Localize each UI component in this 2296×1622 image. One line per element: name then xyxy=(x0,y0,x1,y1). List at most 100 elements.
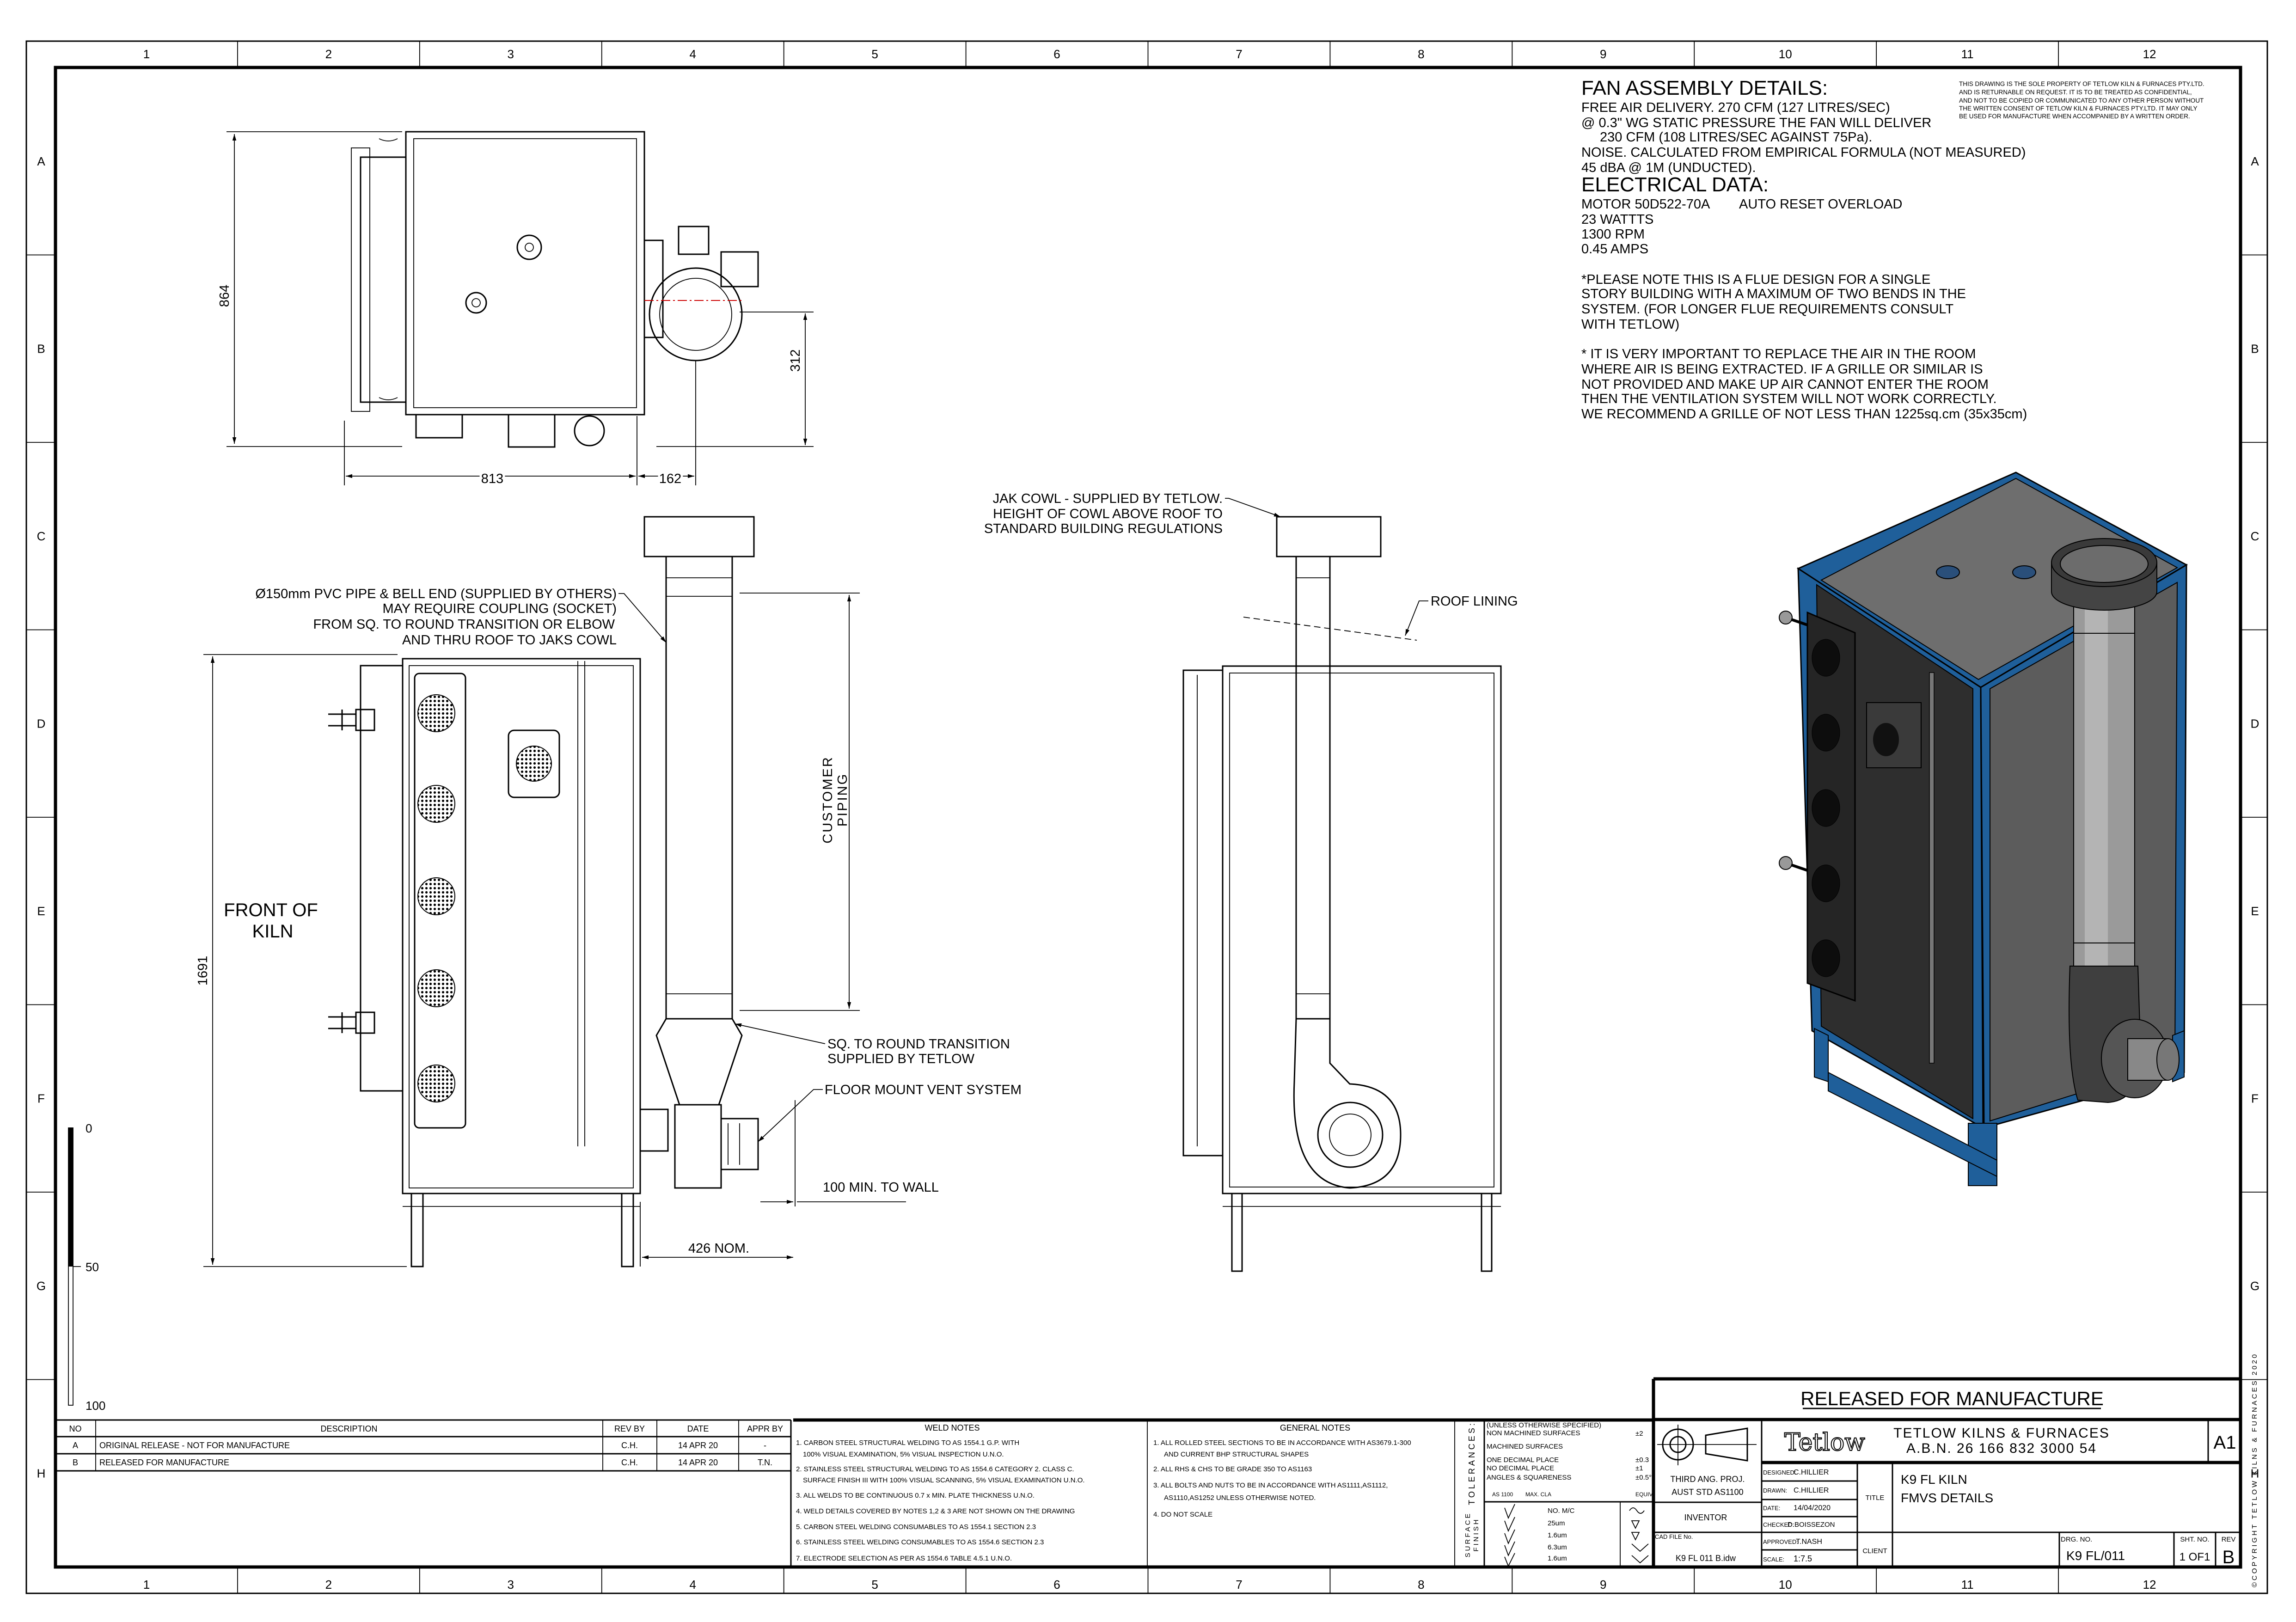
isometric-view xyxy=(1779,471,2188,1186)
surface-finish-label: FINISH xyxy=(1472,1518,1480,1551)
sheet-no-label: SHT. NO. xyxy=(2180,1536,2209,1543)
callout-line: STANDARD BUILDING REGULATIONS xyxy=(984,521,1223,536)
confidential-line: AND NOT TO BE COPIED OR COMMUNICATED TO … xyxy=(1959,97,2204,104)
vent-grille-icon xyxy=(1812,639,1840,677)
rev-no: A xyxy=(73,1441,78,1450)
note-line: SYSTEM. (FOR LONGER FLUE REQUIREMENTS CO… xyxy=(1581,302,1953,317)
motor-model: MOTOR 50D522-70A xyxy=(1581,197,1710,212)
dim-1691: 1691 xyxy=(196,956,210,986)
grid-row-label: C xyxy=(37,529,46,543)
grid-column-label: 2 xyxy=(325,47,332,61)
client-label: CLIENT xyxy=(1862,1547,1887,1555)
weld-notes-title: WELD NOTES xyxy=(925,1423,980,1432)
cad-software: INVENTOR xyxy=(1684,1513,1727,1522)
weld-note: 1. CARBON STEEL STRUCTURAL WELDING TO AS… xyxy=(796,1439,1019,1447)
general-note: 1. ALL ROLLED STEEL SECTIONS TO BE IN AC… xyxy=(1153,1439,1411,1447)
scale-bar-label: 50 xyxy=(86,1260,99,1274)
company-abn: A.B.N. 26 166 832 3000 54 xyxy=(1906,1441,2097,1456)
grid-row-label: E xyxy=(2251,904,2259,918)
approved-by: T.NASH xyxy=(1796,1538,1822,1546)
grid-column-label: 12 xyxy=(2143,47,2156,61)
grid-column-label: 6 xyxy=(1053,1578,1060,1591)
finish-value: NO. M/C xyxy=(1548,1507,1574,1515)
vent-grille-icon xyxy=(417,785,455,823)
grid-column-label: 3 xyxy=(508,1578,514,1591)
drg-no-label: DRG. NO. xyxy=(2061,1536,2092,1543)
scale-label: SCALE: xyxy=(1763,1556,1784,1563)
side-view: JAK COWL - SUPPLIED BY TETLOW. HEIGHT OF… xyxy=(984,491,1518,1272)
door-clamp-icon xyxy=(328,709,375,731)
designed-label: DESIGNED: xyxy=(1763,1469,1796,1476)
general-note: 2. ALL RHS & CHS TO BE GRADE 350 TO AS11… xyxy=(1153,1465,1312,1473)
pvc-pipe-callout: Ø150mm PVC PIPE & BELL END (SUPPLIED BY … xyxy=(255,587,667,648)
vent-grille-icon xyxy=(1812,789,1840,827)
grid-column-label: 10 xyxy=(1779,47,1792,61)
rev-appr-by: - xyxy=(764,1441,766,1450)
weld-note: 3. ALL WELDS TO BE CONTINUOUS 0.7 x MIN.… xyxy=(796,1492,1035,1500)
grid-column-label: 12 xyxy=(2143,1578,2156,1591)
top-view: 864 813 162 312 xyxy=(217,131,814,489)
grid-column-label: 9 xyxy=(1600,1578,1606,1591)
general-note: AND CURRENT BHP STRUCTURAL SHAPES xyxy=(1164,1451,1309,1458)
vent-grille-icon xyxy=(417,694,455,732)
grid-column-label: 7 xyxy=(1236,47,1242,61)
floor-mount-callout: FLOOR MOUNT VENT SYSTEM xyxy=(758,1083,1022,1142)
callout-line: AND THRU ROOF TO JAKS COWL xyxy=(402,633,617,648)
dim-312: 312 xyxy=(788,349,803,372)
confidential-line: BE USED FOR MANUFACTURE WHEN ACCOMPANIED… xyxy=(1959,113,2190,120)
grid-column-label: 8 xyxy=(1418,47,1424,61)
vent-grille-icon xyxy=(1812,714,1840,752)
callout-line: JAK COWL - SUPPLIED BY TETLOW. xyxy=(993,491,1223,506)
sheet-size: A1 xyxy=(2214,1432,2236,1453)
rev-description: ORIGINAL RELEASE - NOT FOR MANUFACTURE xyxy=(99,1441,290,1450)
dim-customer-piping: CUSTOMER xyxy=(820,756,835,843)
weld-note: 7. ELECTRODE SELECTION AS PER AS 1554.6 … xyxy=(796,1555,1012,1562)
drawing-title: K9 FL KILN xyxy=(1901,1472,1967,1487)
callout-line: FLOOR MOUNT VENT SYSTEM xyxy=(825,1083,1022,1097)
note-line: 45 dBA @ 1M (UNDUCTED). xyxy=(1581,160,1756,175)
designed-by: C.HILLIER xyxy=(1794,1469,1829,1476)
dim-162: 162 xyxy=(659,471,681,486)
scale-bar: 0 50 100 xyxy=(68,1121,105,1413)
vent-grille-icon xyxy=(417,1065,455,1102)
note-line: 0.45 AMPS xyxy=(1581,242,1648,257)
grid-column-label: 3 xyxy=(508,47,514,61)
vent-grille-icon xyxy=(417,877,455,915)
revision-table: NO DESCRIPTION REV BY DATE APPR BY A ORI… xyxy=(55,1419,792,1567)
confidentiality-notice: THIS DRAWING IS THE SOLE PROPERTY OF TET… xyxy=(1959,80,2204,120)
note-line: 23 WATTTS xyxy=(1581,212,1653,227)
grid-row-label: F xyxy=(2251,1091,2259,1105)
grid-column-label: 2 xyxy=(325,1578,332,1591)
weld-note: 100% VISUAL EXAMINATION, 5% VISUAL INSPE… xyxy=(803,1451,1004,1458)
tolerance-line: ONE DECIMAL PLACE xyxy=(1487,1456,1559,1464)
general-notes-title: GENERAL NOTES xyxy=(1280,1423,1350,1432)
note-line: THEN THE VENTILATION SYSTEM WILL NOT WOR… xyxy=(1581,392,1997,406)
rev-no: B xyxy=(73,1458,78,1467)
grid-row-label: A xyxy=(2251,154,2259,168)
note-line: FREE AIR DELIVERY. 270 CFM (127 LITRES/S… xyxy=(1581,100,1890,115)
cad-file-name: K9 FL 011 B.idw xyxy=(1676,1554,1736,1563)
col-rev-by: REV BY xyxy=(614,1424,645,1433)
drawing-subtitle: FMVS DETAILS xyxy=(1901,1491,1993,1505)
grid-row-label: B xyxy=(2251,342,2259,355)
grid-column-label: 4 xyxy=(689,1578,696,1591)
callout-line: FROM SQ. TO ROUND TRANSITION OR ELBOW xyxy=(313,617,615,632)
approved-label: APPROVED: xyxy=(1763,1538,1798,1545)
grid-column-label: 4 xyxy=(689,47,696,61)
tolerance-line: (UNLESS OTHERWISE SPECIFIED) xyxy=(1487,1421,1601,1429)
note-line: WITH TETLOW) xyxy=(1581,317,1679,332)
projection-label: THIRD ANG. PROJ. xyxy=(1670,1475,1745,1484)
confidential-line: AND IS RETURNABLE ON REQUEST. IT IS TO B… xyxy=(1959,89,2192,96)
title-block: RELEASED FOR MANUFACTURE Tetlow TETLOW K… xyxy=(1652,1353,2259,1587)
callout-line: ROOF LINING xyxy=(1431,594,1518,609)
grid-row-label: D xyxy=(2251,716,2259,730)
drawing-scale: 1:7.5 xyxy=(1794,1554,1812,1563)
note-line: STORY BUILDING WITH A MAXIMUM OF TWO BEN… xyxy=(1581,287,1966,301)
revision-row: A ORIGINAL RELEASE - NOT FOR MANUFACTURE… xyxy=(73,1441,766,1450)
grid-column-label: 7 xyxy=(1236,1578,1242,1591)
weld-note: SURFACE FINISH III WITH 100% VISUAL SCAN… xyxy=(803,1476,1085,1484)
tolerance-value: ±2 xyxy=(1635,1430,1643,1438)
scale-bar-label: 100 xyxy=(86,1399,105,1413)
general-note: 3. ALL BOLTS AND NUTS TO BE IN ACCORDANC… xyxy=(1153,1481,1388,1489)
